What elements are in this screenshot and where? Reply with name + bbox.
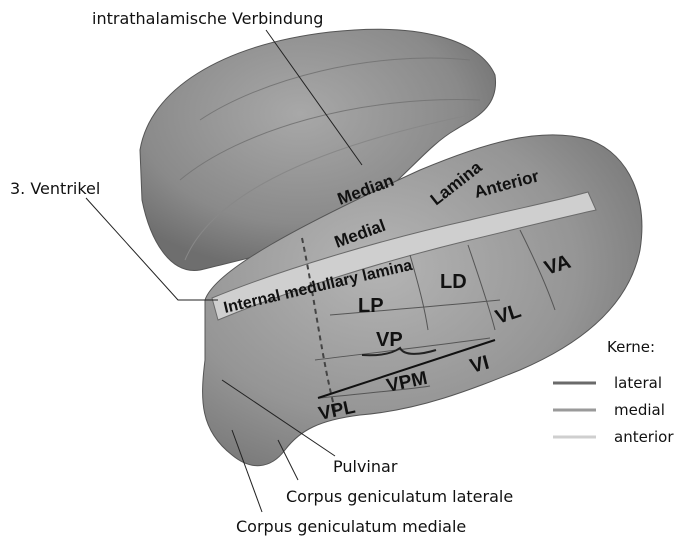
label-intrathalamic: intrathalamische Verbindung xyxy=(92,9,323,28)
legend-label-anterior: anterior xyxy=(614,428,674,446)
label-ventricle: 3. Ventrikel xyxy=(10,179,100,198)
legend-label-lateral: lateral xyxy=(614,374,662,392)
label-cgm: Corpus geniculatum mediale xyxy=(236,517,466,536)
label-pulvinar: Pulvinar xyxy=(333,457,398,476)
legend-label-medial: medial xyxy=(614,401,665,419)
label-vp: VP xyxy=(376,329,403,351)
legend-title: Kerne: xyxy=(607,338,655,356)
label-cgl: Corpus geniculatum laterale xyxy=(286,487,513,506)
legend: Kerne: lateral medial anterior xyxy=(553,338,674,446)
label-ld: LD xyxy=(440,271,467,293)
label-lp: LP xyxy=(358,295,384,317)
